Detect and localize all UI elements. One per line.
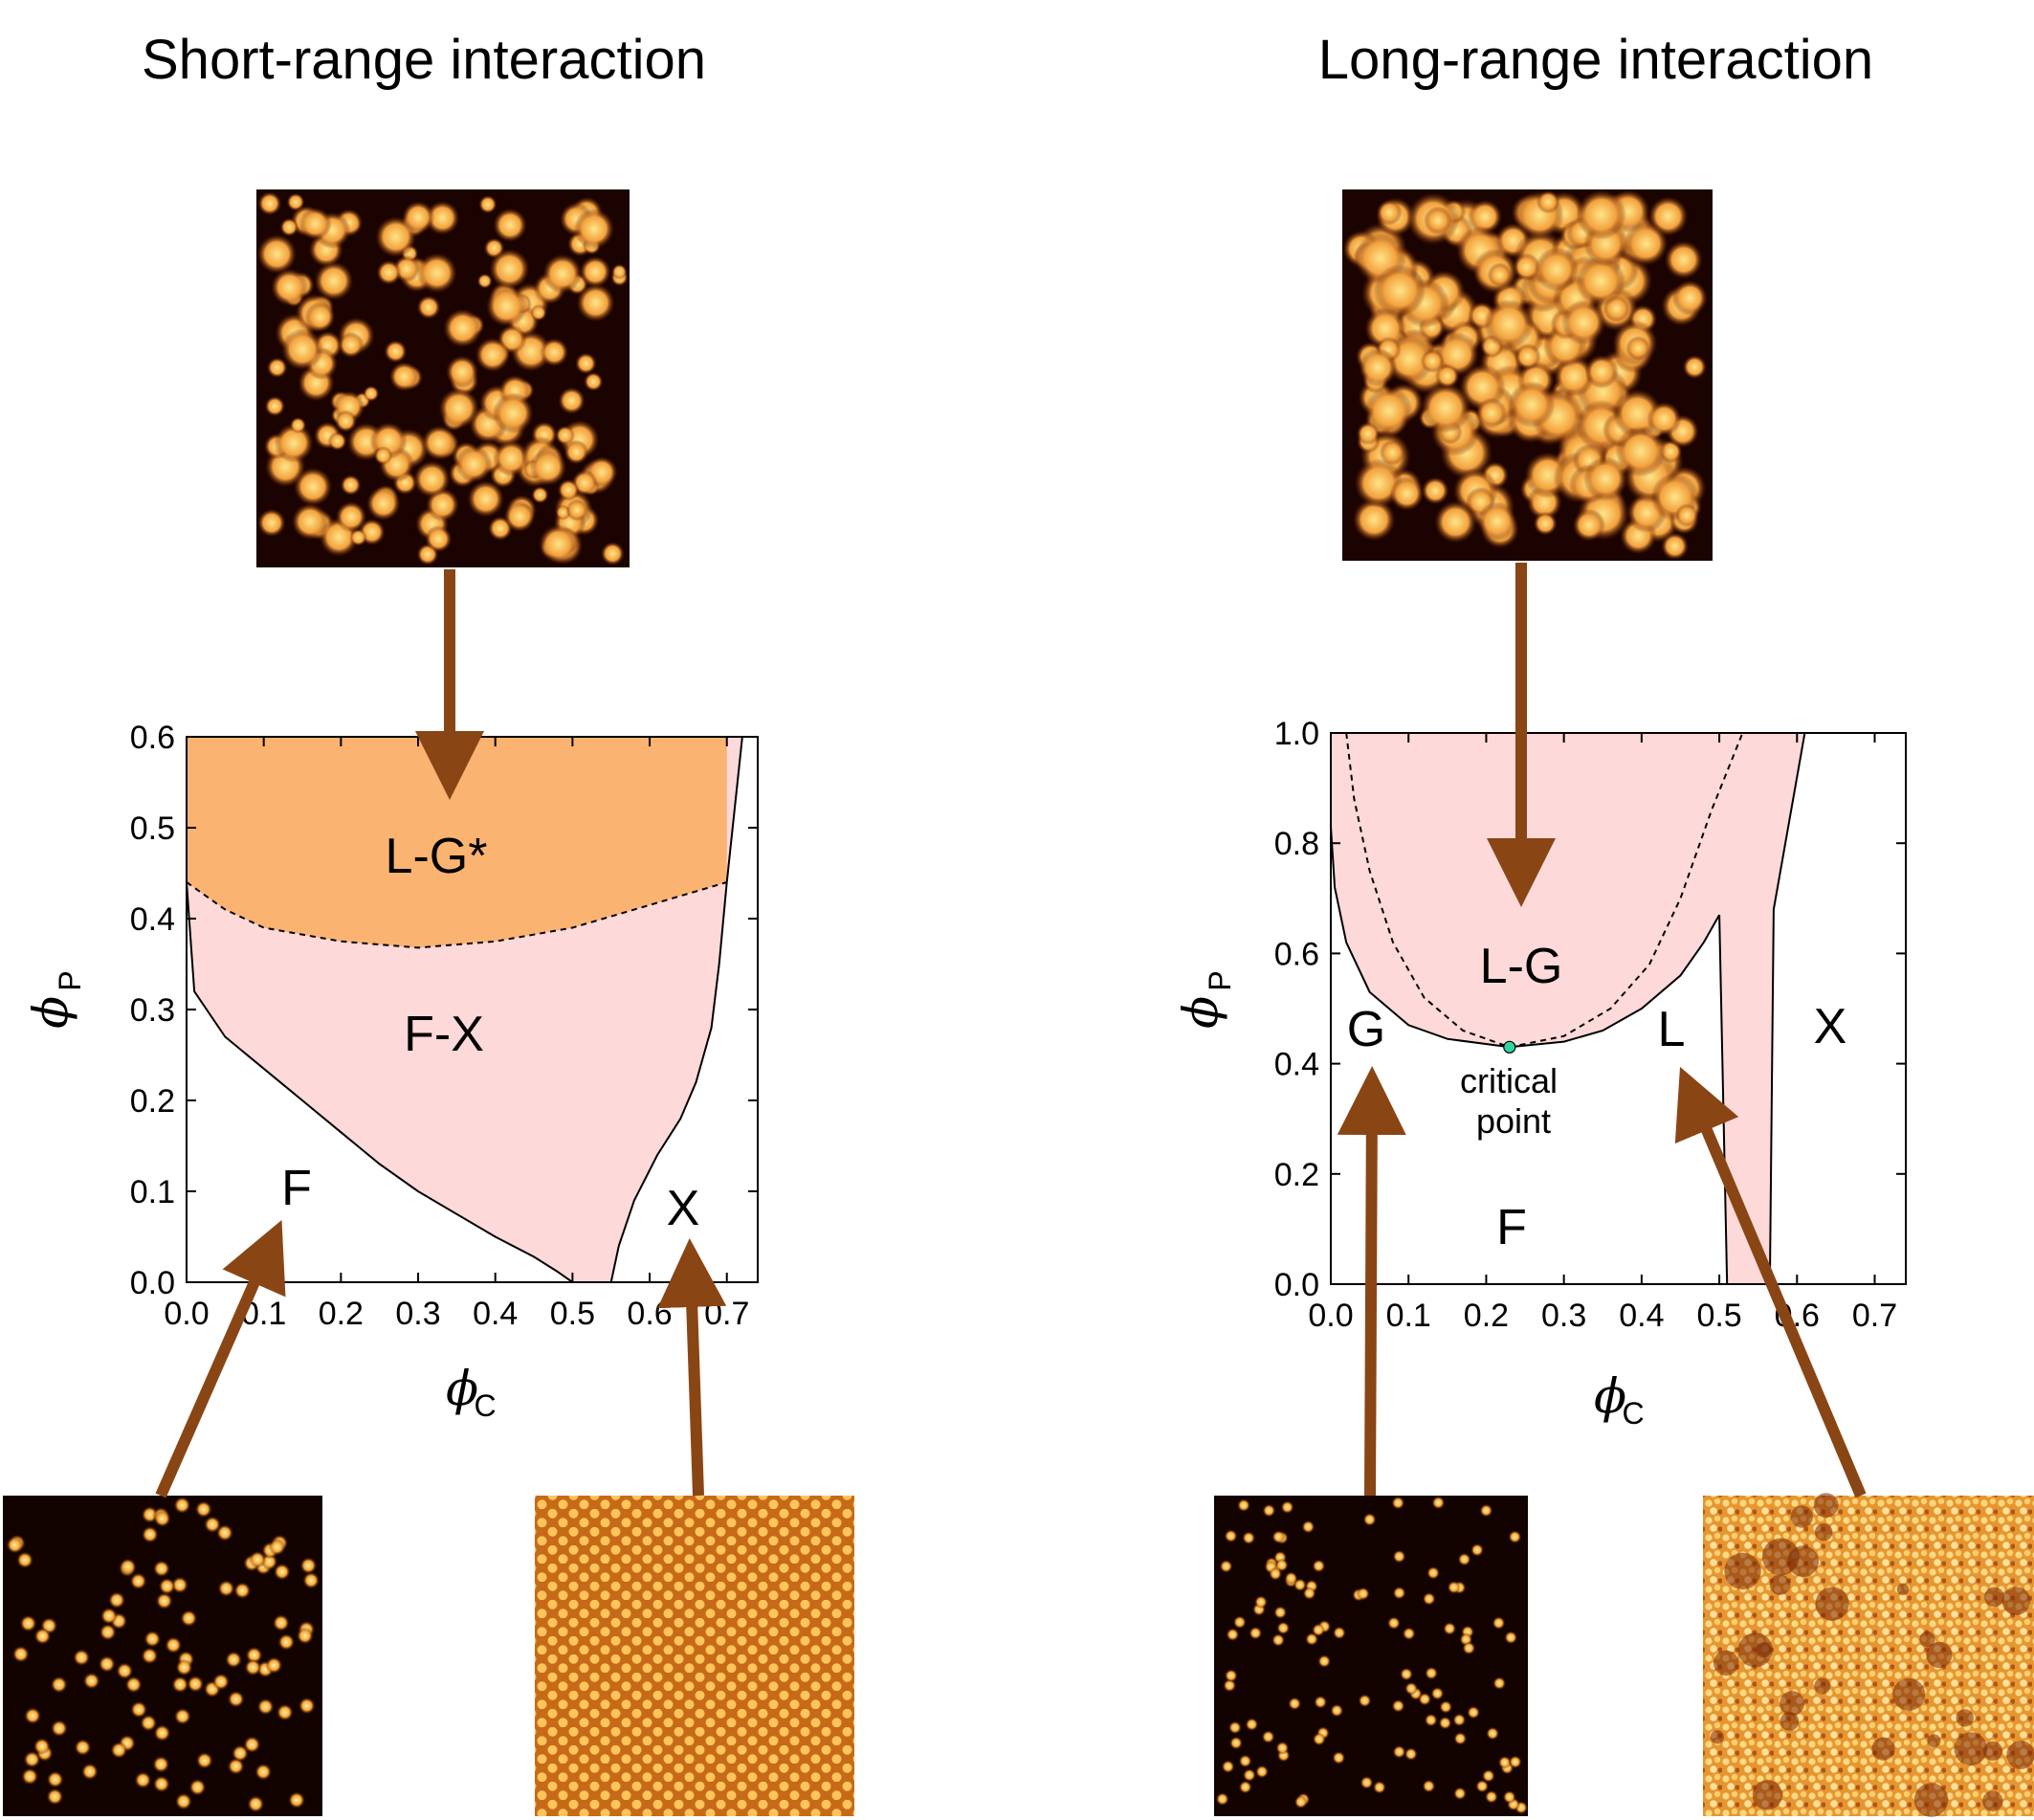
svg-text:C: C xyxy=(474,1388,496,1423)
y-tick-label: 0.4 xyxy=(130,901,175,938)
lg-star-boundary-dashed xyxy=(187,881,727,949)
crystal-boundary-line xyxy=(1768,733,1806,1284)
region-label-fx: F-X xyxy=(404,1007,484,1062)
y-tick-label: 0.2 xyxy=(130,1083,175,1120)
region-lg-star xyxy=(187,737,727,948)
x-tick-label: 0.4 xyxy=(1619,1298,1664,1334)
critical-point-marker xyxy=(1503,1040,1516,1054)
x-tick-label: 0.2 xyxy=(319,1296,364,1332)
x-tick-label: 0.0 xyxy=(1308,1298,1353,1334)
x-tick-label: 0.7 xyxy=(1852,1298,1897,1334)
x-tick-label: 0.6 xyxy=(627,1296,672,1332)
svg-text:ϕ: ϕ xyxy=(1594,1368,1626,1424)
region-label-l: L xyxy=(1658,1002,1686,1057)
x-axis-label: ϕ C xyxy=(446,1361,497,1423)
chart-title-short-range: Short-range interaction xyxy=(142,29,706,91)
micrograph-long-range-gas xyxy=(1214,1496,1528,1816)
y-axis-label: ϕ P xyxy=(1173,970,1237,1029)
y-axis-label: ϕ P xyxy=(23,970,87,1029)
y-tick-label: 0.6 xyxy=(1274,936,1319,972)
region-label-f: F xyxy=(281,1161,312,1216)
micrograph-long-range-liquid xyxy=(1703,1493,2034,1817)
y-tick-label: 0.2 xyxy=(1274,1157,1319,1193)
svg-text:P: P xyxy=(1203,970,1237,990)
x-tick-label: 0.0 xyxy=(164,1296,209,1332)
x-tick-label: 0.3 xyxy=(395,1296,440,1332)
y-tick-label: 1.0 xyxy=(1274,716,1319,752)
critical-point-annotation: critical point xyxy=(1460,1061,1567,1141)
arrow-to-x xyxy=(657,1238,727,1497)
x-tick-label: 0.4 xyxy=(473,1296,518,1332)
region-label-g: G xyxy=(1347,1002,1385,1057)
region-label-f: F xyxy=(1496,1200,1527,1255)
y-tick-label: 0.0 xyxy=(1274,1267,1319,1303)
region-lg xyxy=(1331,733,1805,1284)
micrograph-short-range-fluid xyxy=(3,1496,322,1816)
x-axis-label: ϕ C xyxy=(1594,1368,1645,1431)
fluid-boundary-line xyxy=(187,881,573,1282)
svg-text:ϕ: ϕ xyxy=(1173,996,1228,1029)
region-label-lg: L-G xyxy=(1480,939,1563,994)
arrow-to-l xyxy=(1674,1066,1867,1498)
x-tick-label: 0.2 xyxy=(1464,1298,1509,1334)
micrograph-short-range-lg-star xyxy=(256,189,630,567)
svg-text:C: C xyxy=(1622,1396,1644,1431)
micrograph-short-range-crystal xyxy=(535,1496,854,1816)
y-tick-label: 0.0 xyxy=(130,1265,175,1301)
x-tick-label: 0.5 xyxy=(550,1296,595,1332)
plot-frame xyxy=(1330,732,1907,1285)
y-tick-label: 0.4 xyxy=(1274,1047,1319,1083)
x-tick-label: 0.1 xyxy=(1386,1298,1431,1334)
chart-title-long-range: Long-range interaction xyxy=(1318,29,1873,91)
region-label-x: X xyxy=(1814,999,1847,1054)
x-tick-label: 0.3 xyxy=(1541,1298,1586,1334)
region-label-x: X xyxy=(667,1181,700,1236)
y-tick-label: 0.6 xyxy=(130,720,175,756)
region-label-lg-star: L-G* xyxy=(386,829,488,884)
micrograph-long-range-lg xyxy=(1342,189,1713,561)
crystal-boundary-line xyxy=(609,737,743,1282)
arrow-to-f xyxy=(155,1220,286,1498)
svg-text:P: P xyxy=(53,970,87,990)
arrow-to-g xyxy=(1337,1066,1406,1497)
y-tick-label: 0.1 xyxy=(130,1174,175,1210)
y-tick-label: 0.8 xyxy=(1274,826,1319,862)
svg-text:ϕ: ϕ xyxy=(23,996,78,1029)
svg-text:ϕ: ϕ xyxy=(446,1361,478,1416)
x-tick-label: 0.5 xyxy=(1696,1298,1741,1334)
y-tick-label: 0.5 xyxy=(130,810,175,847)
y-tick-label: 0.3 xyxy=(130,992,175,1029)
x-tick-label: 0.7 xyxy=(704,1296,749,1332)
arrows xyxy=(155,563,1867,1498)
